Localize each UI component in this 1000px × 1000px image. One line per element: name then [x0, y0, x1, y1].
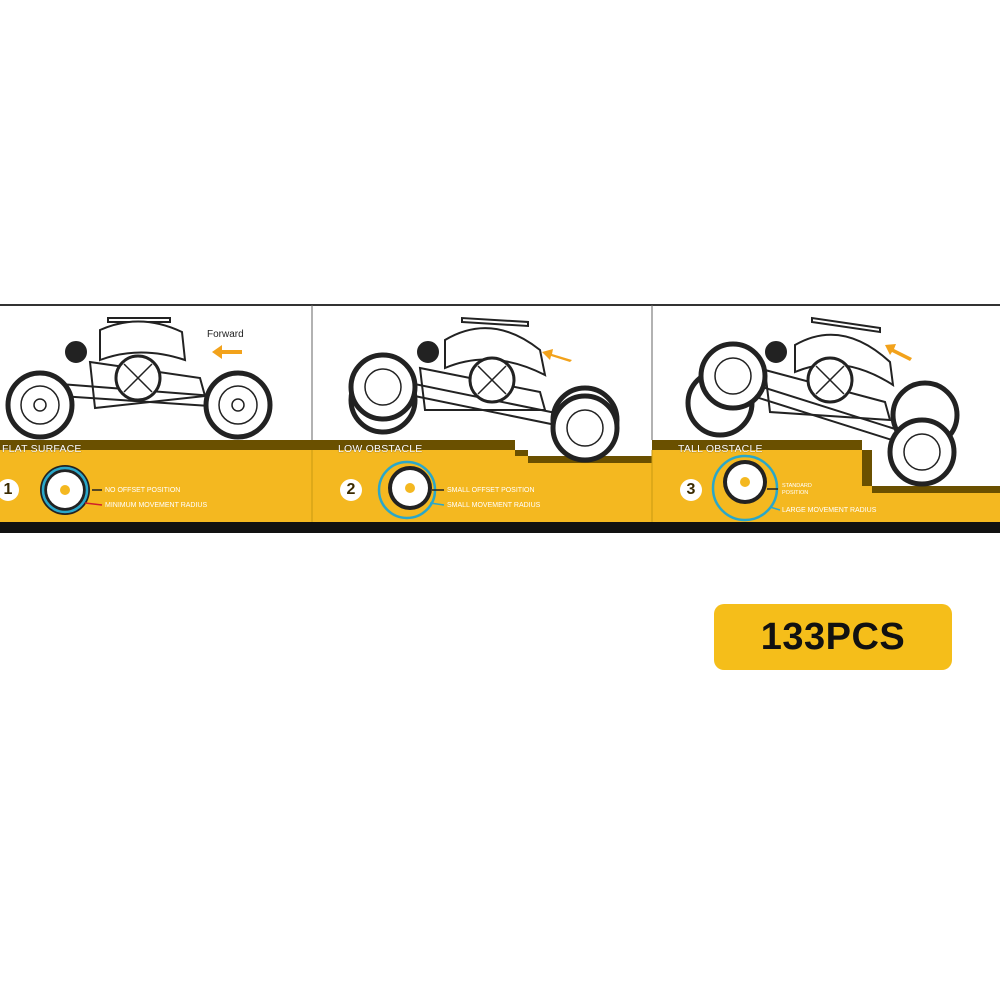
panel-3-note-position-line1: STANDARD	[782, 483, 812, 489]
panel-3-note-radius: LARGE MOVEMENT RADIUS	[782, 507, 877, 514]
wheel-diagram-1	[40, 465, 103, 515]
panel-1-note-radius: MINIMUM MOVEMENT RADIUS	[105, 502, 208, 509]
forward-label: Forward	[207, 329, 244, 340]
forward-arrow-icon	[212, 345, 242, 359]
panel-1-note-position: NO OFFSET POSITION	[105, 487, 181, 494]
panel-2-note-position: SMALL OFFSET POSITION	[447, 487, 535, 494]
panel-1-title: FLAT SURFACE	[2, 443, 82, 455]
panel-2-note-radius: SMALL MOVEMENT RADIUS	[447, 502, 541, 509]
piece-count-text: 133PCS	[760, 615, 906, 658]
panel-3-title: TALL OBSTACLE	[678, 443, 763, 455]
panel-2-title: LOW OBSTACLE	[338, 443, 423, 455]
step-number-3: 3	[680, 479, 702, 501]
wheel-diagram-2	[377, 460, 445, 520]
panel-3-note-position-line2: POSITION	[782, 490, 809, 496]
step-number-1: 1	[0, 479, 19, 501]
wheel-diagram-3	[711, 454, 781, 522]
robot-flat-surface	[5, 317, 273, 440]
robot-tall-obstacle	[685, 316, 960, 487]
piece-count-badge: 133PCS	[714, 604, 952, 670]
step-number-2: 2	[340, 479, 362, 501]
robot-low-obstacle	[348, 316, 620, 463]
